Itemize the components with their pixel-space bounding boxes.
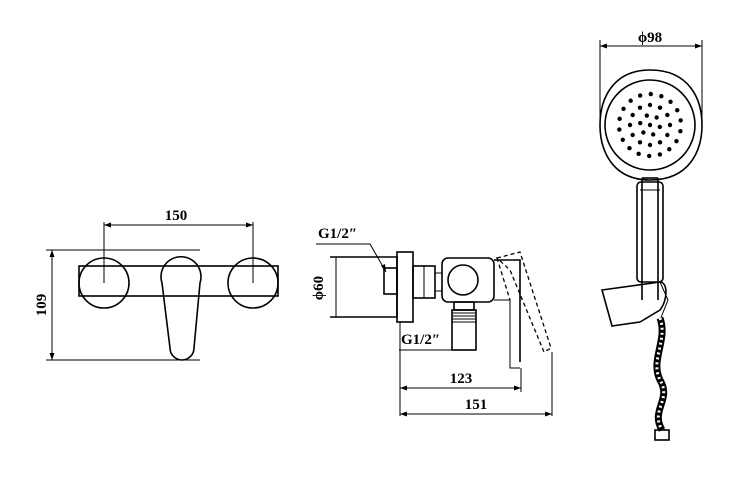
cartridge-circle — [447, 264, 479, 296]
spray-hole — [641, 130, 646, 135]
top-thread-label: G1/2″ — [318, 226, 357, 242]
spray-hole — [678, 118, 683, 123]
valve-body — [441, 257, 495, 303]
outlet-thread — [451, 309, 477, 351]
spray-hole — [665, 132, 670, 138]
arrow — [400, 385, 407, 391]
spray-hole — [648, 91, 653, 97]
diameter-60-label: ϕ60 — [311, 276, 327, 300]
holder-side — [659, 281, 669, 321]
arrow — [104, 222, 111, 228]
spray-hole — [678, 128, 683, 134]
height-label: 109 — [34, 294, 50, 317]
spray-hole — [637, 105, 643, 110]
spray-hole — [647, 122, 653, 128]
lever-dash — [496, 257, 511, 301]
arrow — [49, 353, 55, 360]
spray-hole — [657, 140, 663, 145]
spray-holes — [617, 91, 683, 159]
handle-inner — [494, 299, 520, 369]
side-flange-plate — [396, 251, 414, 323]
spray-hole — [636, 151, 641, 157]
bottom-thread-label: G1/2″ — [401, 332, 440, 348]
spray-hole — [667, 122, 673, 128]
spray-hole — [637, 140, 643, 145]
spray-hole — [620, 137, 625, 143]
head-diameter-label: ϕ98 — [638, 30, 662, 46]
spray-hole — [630, 112, 635, 118]
spray-hole — [647, 153, 652, 159]
spray-hole — [657, 124, 663, 130]
spray-hole — [657, 152, 663, 157]
lever-open-position — [495, 251, 552, 353]
spray-hole — [621, 106, 626, 112]
arrow — [514, 385, 521, 391]
arrow — [246, 222, 253, 228]
shower-hose — [653, 316, 668, 432]
arrow — [400, 411, 407, 417]
side-view: G1/2″ ϕ60 G1/2″ 123 151 — [311, 226, 553, 417]
spray-hole — [627, 146, 632, 151]
spray-hole — [627, 122, 633, 128]
shower-head-outline — [599, 69, 703, 181]
spray-hole — [647, 142, 653, 148]
spray-hole — [668, 99, 673, 104]
arrow — [600, 43, 607, 49]
outlet-collar — [453, 301, 475, 311]
width-label: 150 — [165, 208, 188, 224]
depth-151-label: 151 — [465, 397, 488, 413]
arrow — [695, 43, 702, 49]
spray-hole — [650, 132, 656, 137]
spray-hole — [657, 105, 663, 110]
hand-shower: ϕ98 — [599, 30, 703, 441]
spray-hole — [637, 120, 643, 126]
shower-holder — [600, 281, 667, 327]
depth-123-label: 123 — [450, 371, 473, 387]
shower-handle — [641, 178, 659, 300]
spray-hole — [654, 115, 659, 120]
spray-hole — [628, 98, 633, 103]
arrow — [49, 250, 55, 257]
arrow — [381, 264, 386, 272]
spray-hole — [675, 107, 680, 113]
outlet-thread-hatch — [452, 312, 476, 323]
hose-nut — [654, 429, 670, 441]
side-flange — [330, 256, 398, 318]
spray-hole — [674, 138, 679, 144]
handle-grip — [636, 181, 664, 283]
spray-hole — [659, 93, 664, 99]
spray-hole — [637, 93, 643, 98]
arrow — [545, 411, 552, 417]
top-thread-leader — [316, 243, 387, 273]
shower-face — [604, 79, 696, 171]
spray-hole — [617, 127, 622, 132]
mixer-body — [78, 265, 279, 297]
spray-hole — [617, 116, 622, 122]
spray-hole — [647, 102, 653, 108]
spray-hole — [644, 113, 650, 118]
front-view: 150 109 — [34, 208, 279, 361]
spray-hole — [665, 112, 670, 118]
spray-hole — [630, 132, 635, 138]
spray-hole — [667, 147, 672, 152]
mixer-handle — [160, 256, 202, 361]
handle-side — [494, 259, 521, 362]
